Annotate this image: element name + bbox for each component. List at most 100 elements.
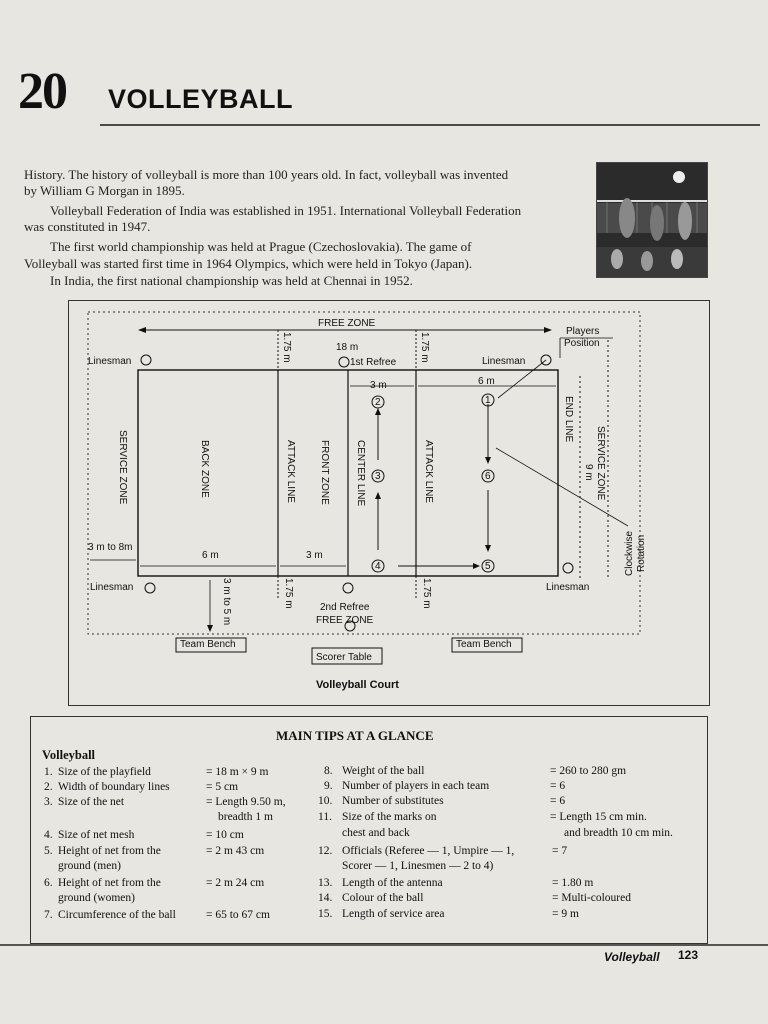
tip-15-label: Length of service area [342,908,445,920]
tip-7-value: = 65 to 67 cm [206,909,270,921]
position-1: 1 [485,395,491,406]
tip-5-label2: ground (men) [58,860,121,872]
tip-2-num: 2. [44,781,53,793]
chapter-title: VOLLEYBALL [108,84,293,114]
history-line-2: by William G Morgan in 1895. [24,183,185,198]
tip-4-num: 4. [44,829,53,841]
center-line-label: CENTER LINE [355,440,366,507]
tip-6-value: = 2 m 24 cm [206,877,265,889]
tip-9-label: Number of players in each team [342,780,490,792]
history-line-6: Volleyball was started first time in 196… [24,256,473,271]
court-diagram [87,311,641,665]
one-seventy-five-bl: 1.75 m [283,578,294,609]
tip-10-value: = 6 [550,795,566,807]
footer-rule [0,944,768,946]
tip-15-num: 15. [318,908,333,920]
tip-1-num: 1. [44,766,53,778]
position-6: 6 [485,471,491,482]
clockwise-label: Clockwise [624,530,635,576]
tip-6-num: 6. [44,877,53,889]
tip-3-value: = Length 9.50 m, [206,796,286,808]
tip-12-num: 12. [318,845,333,857]
linesman-bottom-right: Linesman [546,582,590,593]
tip-4-value: = 10 cm [206,829,244,841]
tip-2-value: = 5 cm [206,781,239,793]
tip-11-label: Size of the marks on [342,811,437,823]
six-m-bottom-label: 6 m [202,550,219,561]
linesman-top-right: Linesman [482,356,526,367]
tip-9-num: 9. [324,780,333,792]
position-3: 3 [375,471,381,482]
court-diagram-frame [68,300,710,706]
position-5: 5 [485,561,491,572]
tip-13-value: = 1.80 m [552,877,594,889]
one-seventy-five-tr: 1.75 m [419,332,430,363]
tip-11-value: = Length 15 cm min. [550,811,647,823]
back-zone-label: BACK ZONE [199,440,210,498]
page-number: 123 [678,948,699,962]
tip-10-label: Number of substitutes [342,795,444,807]
scorer-table-label[interactable]: Scorer Table [316,652,372,663]
court-caption: Volleyball Court [316,679,399,691]
position-2: 2 [375,397,381,408]
three-m-bottom-label: 3 m [306,550,323,561]
chapter-number: 20 [18,63,68,120]
end-line-label: END LINE [563,396,574,443]
tip-7-num: 7. [44,909,53,921]
footer-label: Volleyball [604,950,660,964]
tip-1-label: Size of the playfield [58,766,151,778]
tip-3-num: 3. [44,796,53,808]
free-zone-bottom-label: FREE ZONE [316,615,374,626]
position-label: Position [564,338,600,349]
linesman-bottom-left: Linesman [90,582,134,593]
tip-5-value: = 2 m 43 cm [206,845,265,857]
tip-1-value: = 18 m × 9 m [206,766,269,778]
tips-subheading: Volleyball [42,748,96,762]
tip-11-num: 11. [318,811,332,823]
tip-6-label2: ground (women) [58,892,135,904]
tip-4-label: Size of net mesh [58,829,135,841]
history-line-5: The first world championship was held at… [50,239,472,254]
tips-heading: MAIN TIPS AT A GLANCE [276,728,434,743]
tip-8-num: 8. [324,765,333,777]
tip-14-label: Colour of the ball [342,892,424,904]
tip-12-label: Officials (Referee — 1, Umpire — 1, [342,845,515,857]
history-line-3: Volleyball Federation of India was estab… [50,203,522,218]
three-m-label: 3 m [370,380,387,391]
three-to-eight-label: 3 m to 8m [88,542,133,553]
attack-line-right-label: ATTACK LINE [423,440,434,503]
tip-14-value: = Multi-coloured [552,892,631,904]
tip-3-label: Size of the net [58,796,125,808]
players-label: Players [566,326,600,337]
tip-9-value: = 6 [550,780,566,792]
court-length-label: 18 m [336,342,359,353]
one-seventy-five-tl: 1.75 m [281,332,292,363]
tip-13-num: 13. [318,877,333,889]
tip-11-label2: chest and back [342,827,410,839]
tip-10-num: 10. [318,795,333,807]
tip-5-label: Height of net from the [58,845,161,857]
tip-13-label: Length of the antenna [342,877,443,889]
tip-8-value: = 260 to 280 gm [550,765,627,777]
tip-5-num: 5. [44,845,53,857]
tip-15-value: = 9 m [552,908,579,920]
history-line-1: History. The history of volleyball is mo… [24,167,509,182]
tip-11-value2: and breadth 10 cm min. [564,827,673,839]
tip-14-num: 14. [318,892,333,904]
tip-3-value2: breadth 1 m [218,811,273,823]
service-zone-left-label: SERVICE ZONE [117,430,128,505]
front-zone-label: FRONT ZONE [319,440,330,505]
tip-8-label: Weight of the ball [342,765,425,777]
volleyball-match-photo [596,162,708,278]
attack-line-left-label: ATTACK LINE [285,440,296,503]
linesman-top-left: Linesman [88,356,132,367]
tip-12-label2: Scorer — 1, Linesmen — 2 to 4) [342,860,494,872]
team-bench-left[interactable]: Team Bench [180,639,236,650]
free-zone-top-label: FREE ZONE [318,318,376,329]
team-bench-right[interactable]: Team Bench [456,639,512,650]
position-4: 4 [375,561,381,572]
service-zone-width-label: 9 m [583,464,594,481]
tip-6-label: Height of net from the [58,877,161,889]
rotation-label: Rotation [636,534,647,572]
